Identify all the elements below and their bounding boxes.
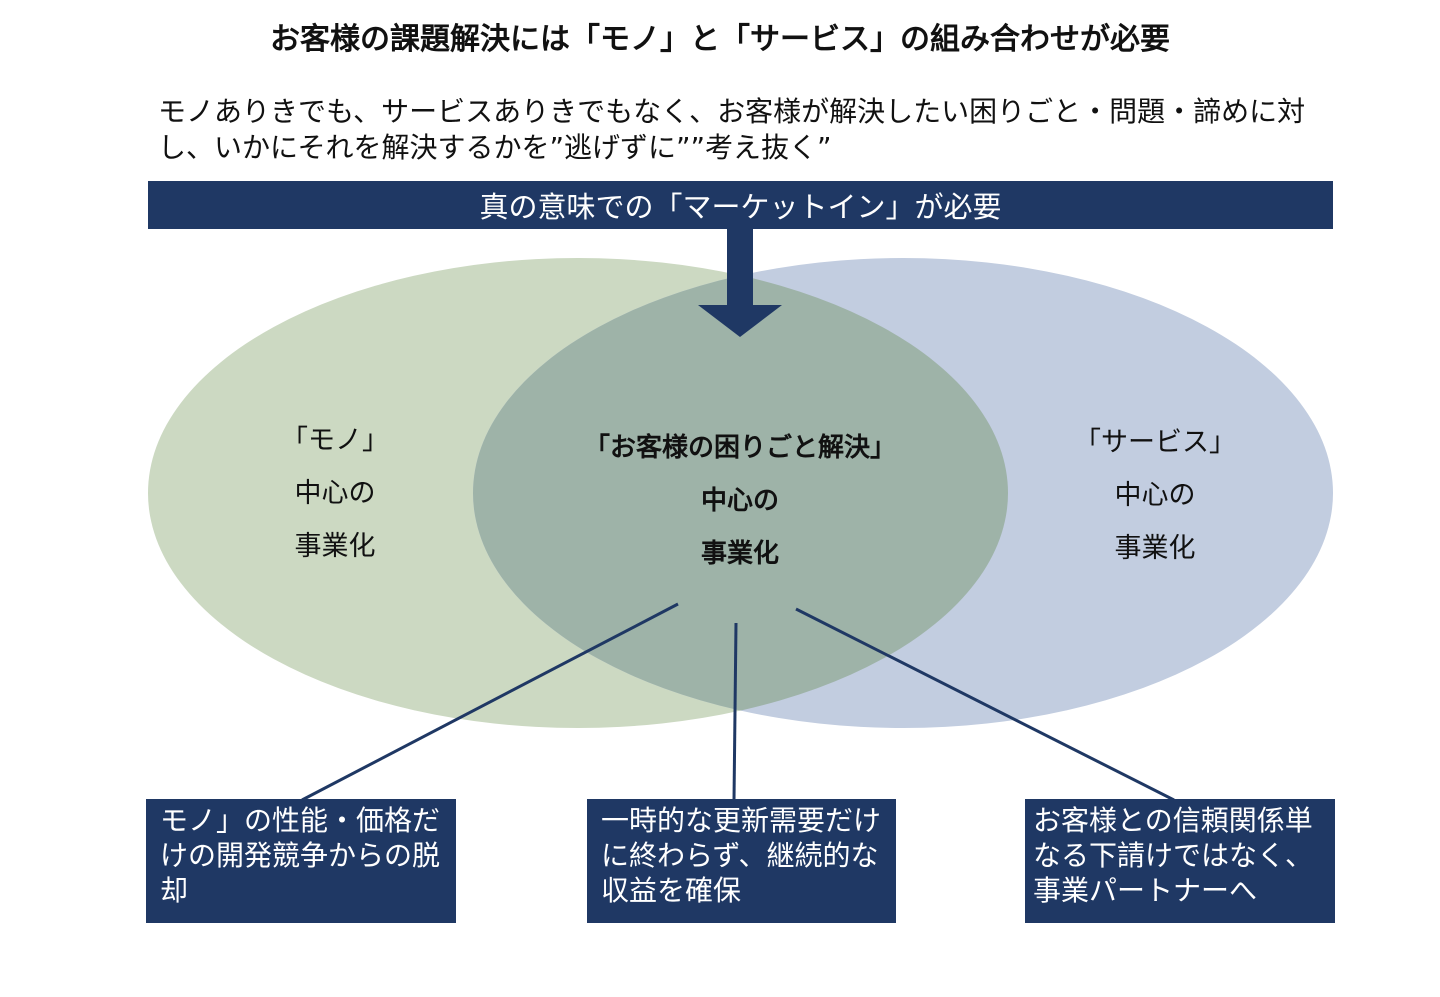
arrow-shaft xyxy=(727,228,753,306)
center-label-line2: 中心の xyxy=(700,486,779,516)
center-label-line3: 事業化 xyxy=(700,539,779,569)
mono-circle-label: 「モノ」 中心の 事業化 xyxy=(230,414,440,573)
benefit-box-mono: モノ」の性能・価格だけの開発競争からの脱却 xyxy=(146,799,456,923)
arrow-head-icon xyxy=(698,305,782,337)
service-label-line3: 事業化 xyxy=(1114,533,1196,564)
subtitle-text: モノありきでも、サービスありきでもなく、お客様が解決したい困りごと・問題・諦めに… xyxy=(158,95,1306,164)
connector-line-right xyxy=(795,607,1175,802)
service-circle-label: 「サービス」 中心の 事業化 xyxy=(1040,416,1270,575)
mono-label-line1: 「モノ」 xyxy=(281,425,389,456)
connector-line-left xyxy=(301,602,679,802)
page-title: お客様の課題解決には「モノ」と「サービス」の組み合わせが必要 xyxy=(270,22,1170,57)
service-label-line2: 中心の xyxy=(1114,480,1196,511)
benefit-box-revenue: 一時的な更新需要だけに終わらず、継続的な収益を確保 xyxy=(587,799,896,923)
mono-label-line2: 中心の xyxy=(294,478,376,509)
service-label-line1: 「サービス」 xyxy=(1074,427,1236,458)
customer-problem-label: 「お客様の困りごと解決」 中心の 事業化 xyxy=(540,422,940,581)
connector-line-center xyxy=(732,622,738,801)
overlap-region xyxy=(473,258,1008,728)
benefit-box-partner: お客様との信頼関係単なる下請けではなく、事業パートナーへ xyxy=(1025,799,1335,923)
center-label-line1: 「お客様の困りごと解決」 xyxy=(583,433,896,463)
market-in-banner: 真の意味での「マーケットイン」が必要 xyxy=(148,181,1333,229)
mono-label-line3: 事業化 xyxy=(294,531,376,562)
